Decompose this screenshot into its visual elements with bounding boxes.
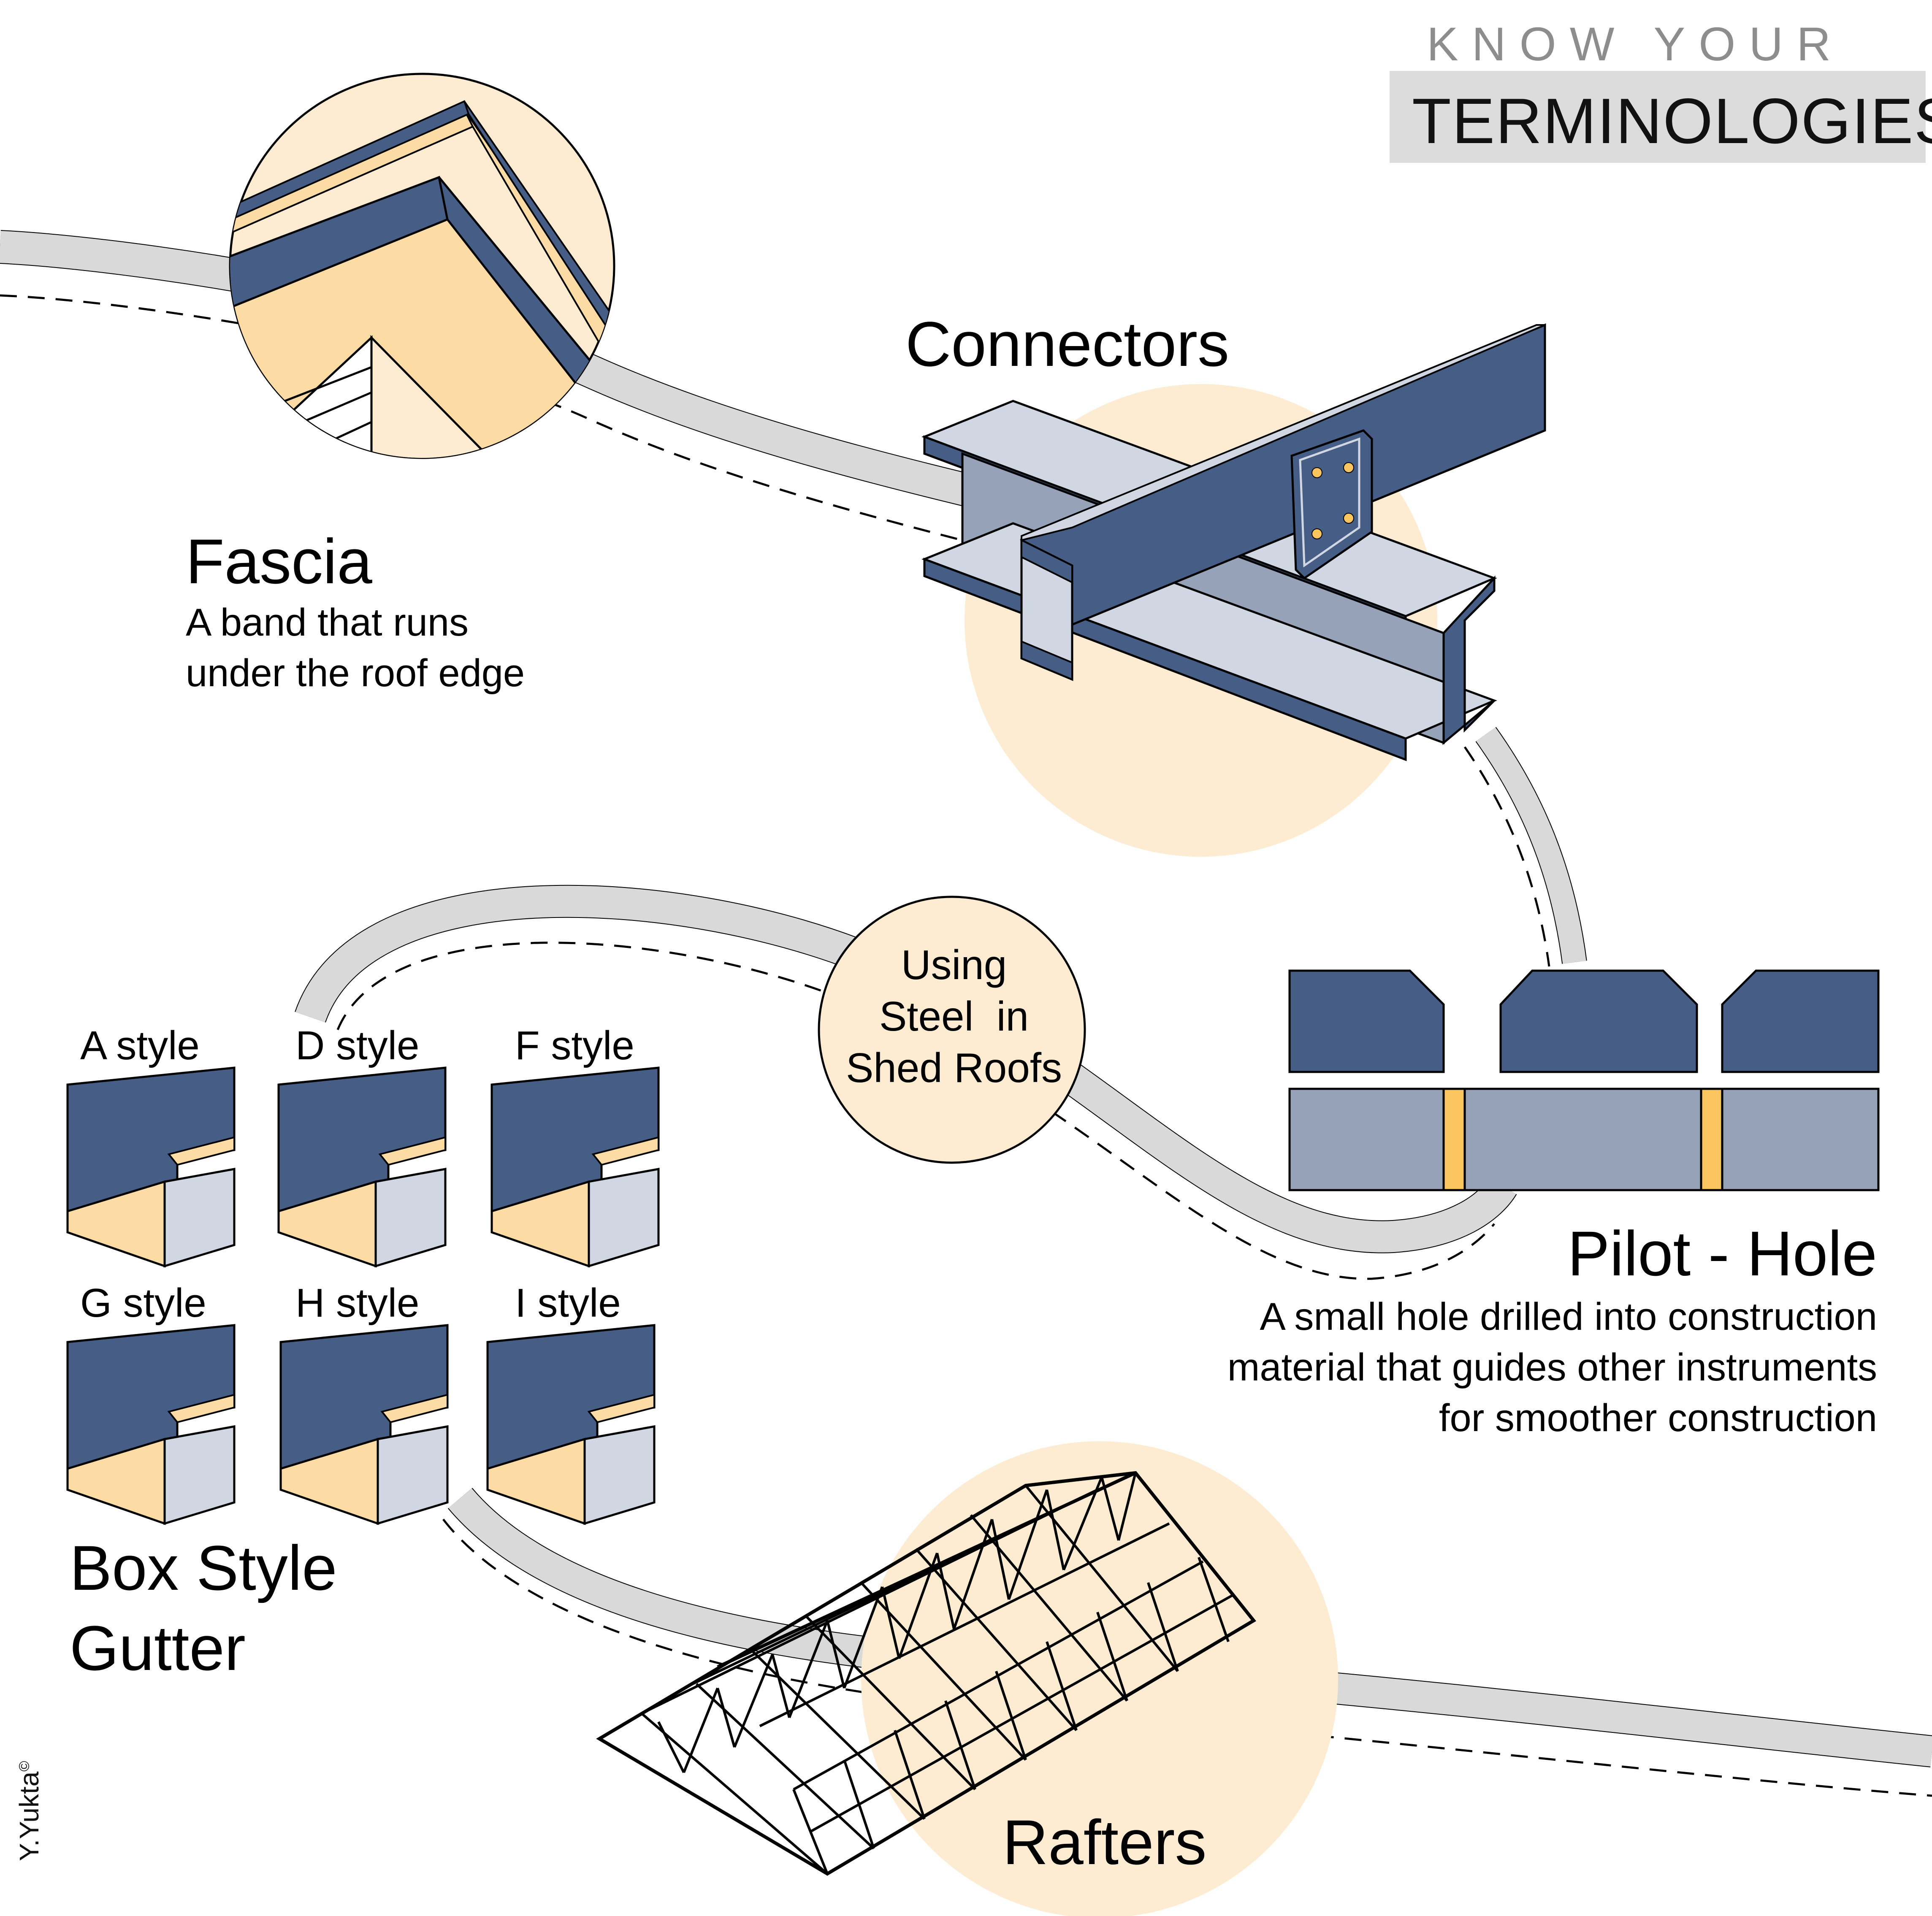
center-bubble-line3: Shed Roofs	[845, 1045, 1062, 1091]
rafters-title: Rafters	[1003, 1807, 1207, 1878]
center-bubble	[818, 896, 1086, 1164]
gutter-h-style	[281, 1325, 447, 1524]
header-kicker: KNOW YOUR	[1427, 18, 1845, 70]
pilot-hole-desc-line1: A small hole drilled into construction	[1260, 1295, 1877, 1338]
gutter-d-style	[279, 1068, 445, 1266]
fascia-desc-line2: under the roof edge	[186, 652, 525, 695]
fascia-title: Fascia	[186, 526, 372, 597]
connectors-title: Connectors	[905, 309, 1230, 379]
center-bubble-text: Using Steel in Shed Roofs	[825, 939, 1083, 1093]
gutter-label-a: A style	[80, 1023, 200, 1068]
author-credit: Y.Yukta©	[14, 1761, 45, 1861]
fascia-desc-line1: A band that runs	[186, 601, 469, 644]
pilot-hole-illustration	[1288, 969, 1880, 1191]
header-title: TERMINOLOGIES	[1412, 85, 1932, 157]
center-bubble-line1: Using	[901, 942, 1007, 988]
header-title-box	[1390, 71, 1926, 163]
gutter-a-style	[68, 1068, 234, 1266]
connectors-illustration	[921, 323, 1546, 857]
fascia-illustration	[229, 73, 615, 459]
gutter-title-line1: Box Style	[70, 1532, 337, 1603]
pilot-hole-desc-line2: material that guides other instruments	[1227, 1346, 1877, 1389]
pilot-hole-desc-line3: for smoother construction	[1439, 1396, 1877, 1440]
gutter-label-i: I style	[515, 1280, 621, 1326]
ribbon-connectors-to-pilot	[1463, 727, 1587, 967]
center-bubble-line2: Steel in	[879, 993, 1029, 1039]
gutter-label-d: D style	[295, 1023, 420, 1068]
gutter-f-style	[492, 1068, 658, 1266]
gutter-label-f: F style	[515, 1023, 634, 1068]
gutter-g-style	[68, 1325, 234, 1524]
gutter-label-h: H style	[295, 1280, 420, 1326]
gutter-title-line2: Gutter	[70, 1613, 246, 1683]
gutter-label-g: G style	[80, 1280, 206, 1326]
gutter-i-style	[488, 1325, 654, 1524]
pilot-hole-title: Pilot - Hole	[1567, 1218, 1877, 1289]
author-name: Y.Yukta	[14, 1771, 44, 1861]
ribbon-top	[0, 230, 1144, 588]
copyright-mark: ©	[16, 1761, 33, 1772]
rafters-illustration	[596, 1441, 1338, 1916]
